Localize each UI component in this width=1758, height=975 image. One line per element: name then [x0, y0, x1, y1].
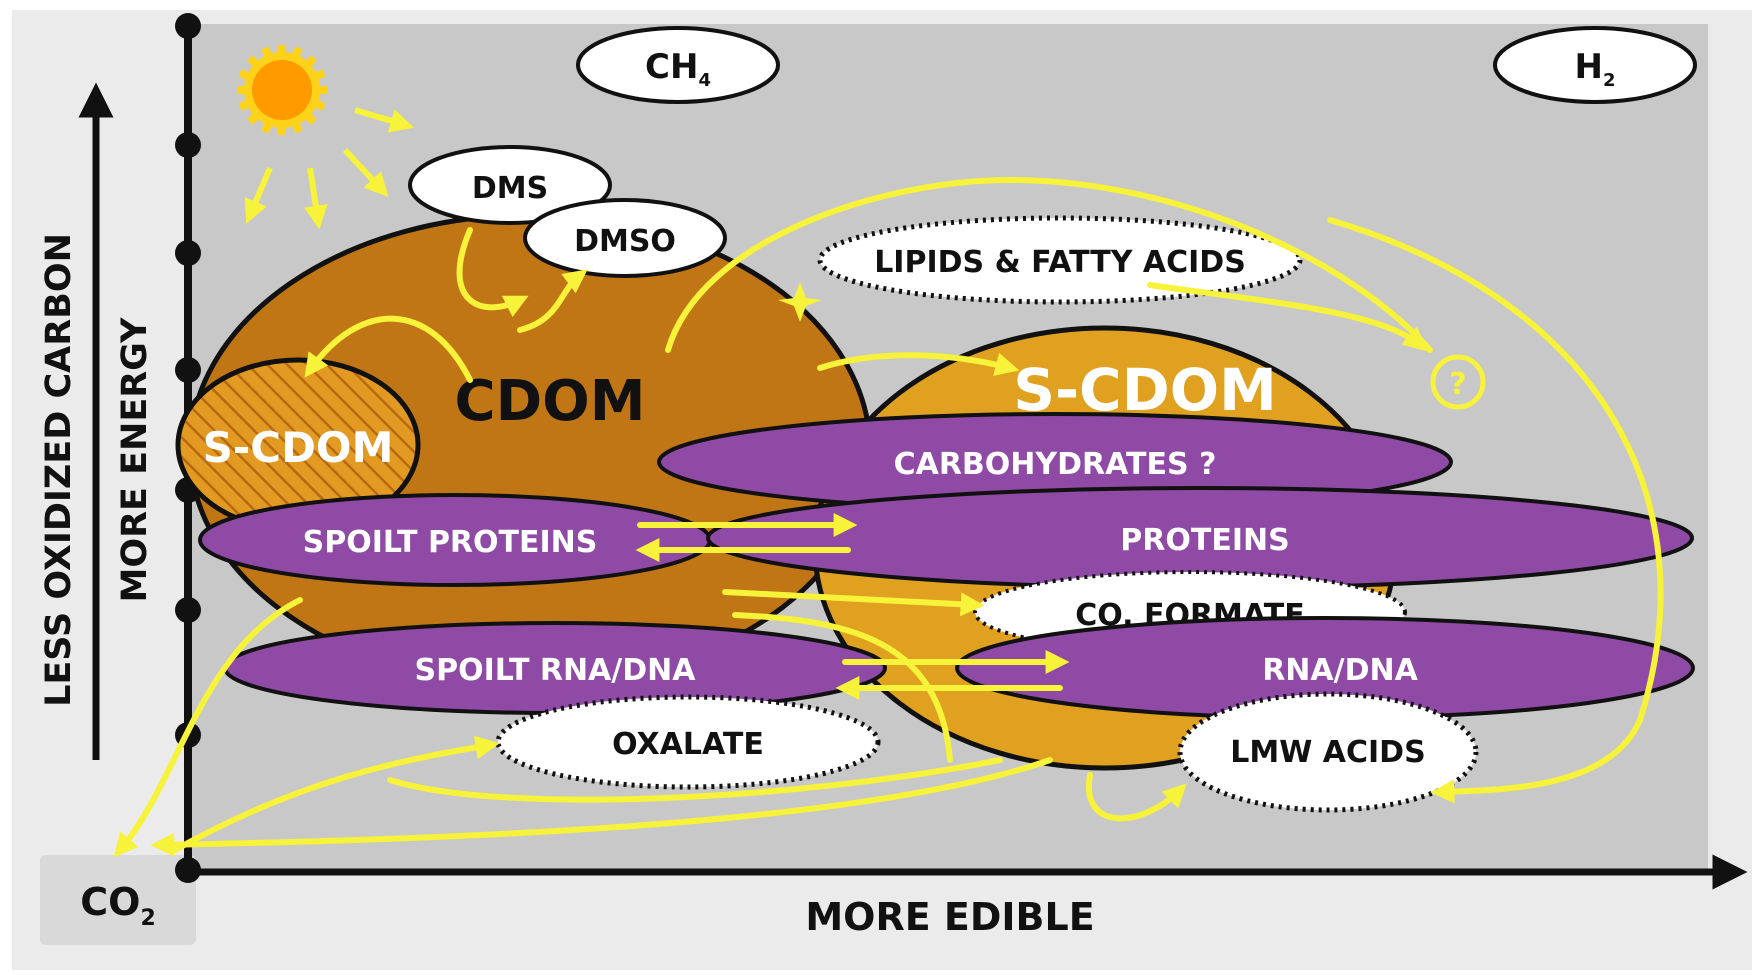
cdom-label: CDOM: [455, 369, 646, 434]
s-cdom-left-label: S-CDOM: [203, 423, 394, 472]
sun-icon: [237, 45, 327, 135]
dmso-bubble: [523, 198, 727, 278]
oxalate-label: OXALATE: [612, 727, 764, 762]
rna-dna-label: RNA/DNA: [1262, 653, 1418, 688]
y-axis-inner-label: MORE ENERGY: [115, 317, 155, 603]
flow-arrows: [113, 176, 1664, 858]
lmw-acids-bubble: [1177, 691, 1479, 813]
y-axis-outer-label: LESS OXIDIZED CARBON: [39, 233, 79, 707]
dms-label: DMS: [472, 171, 548, 206]
lipids-label: LIPIDS & FATTY ACIDS: [874, 245, 1246, 280]
unknown-product-circle: [1430, 354, 1486, 410]
dms-bubble: [408, 145, 612, 225]
oxalate-bubble: [495, 694, 881, 790]
ch4-label: CH4: [645, 47, 711, 91]
co2-label: CO2: [80, 880, 156, 931]
lmw-acids-label: LMW ACIDS: [1230, 735, 1425, 770]
dmso-label: DMSO: [574, 224, 676, 259]
spoilt-rna-dna-label: SPOILT RNA/DNA: [415, 653, 697, 688]
proteins-label: PROTEINS: [1120, 523, 1289, 558]
sunlight-arrows: [244, 107, 415, 230]
unknown-product-label: ?: [1449, 367, 1466, 402]
h2-bubble: [1493, 26, 1697, 104]
sparkle-icon: [778, 282, 822, 322]
h2-label: H2: [1575, 47, 1616, 91]
ch4-bubble: [576, 26, 780, 104]
co2-box: [40, 855, 196, 945]
x-axis-label: MORE EDIBLE: [805, 895, 1094, 939]
lipids-bubble: [817, 215, 1303, 305]
spoilt-proteins-label: SPOILT PROTEINS: [303, 525, 598, 560]
carbohydrates-label: CARBOHYDRATES ?: [894, 447, 1217, 482]
